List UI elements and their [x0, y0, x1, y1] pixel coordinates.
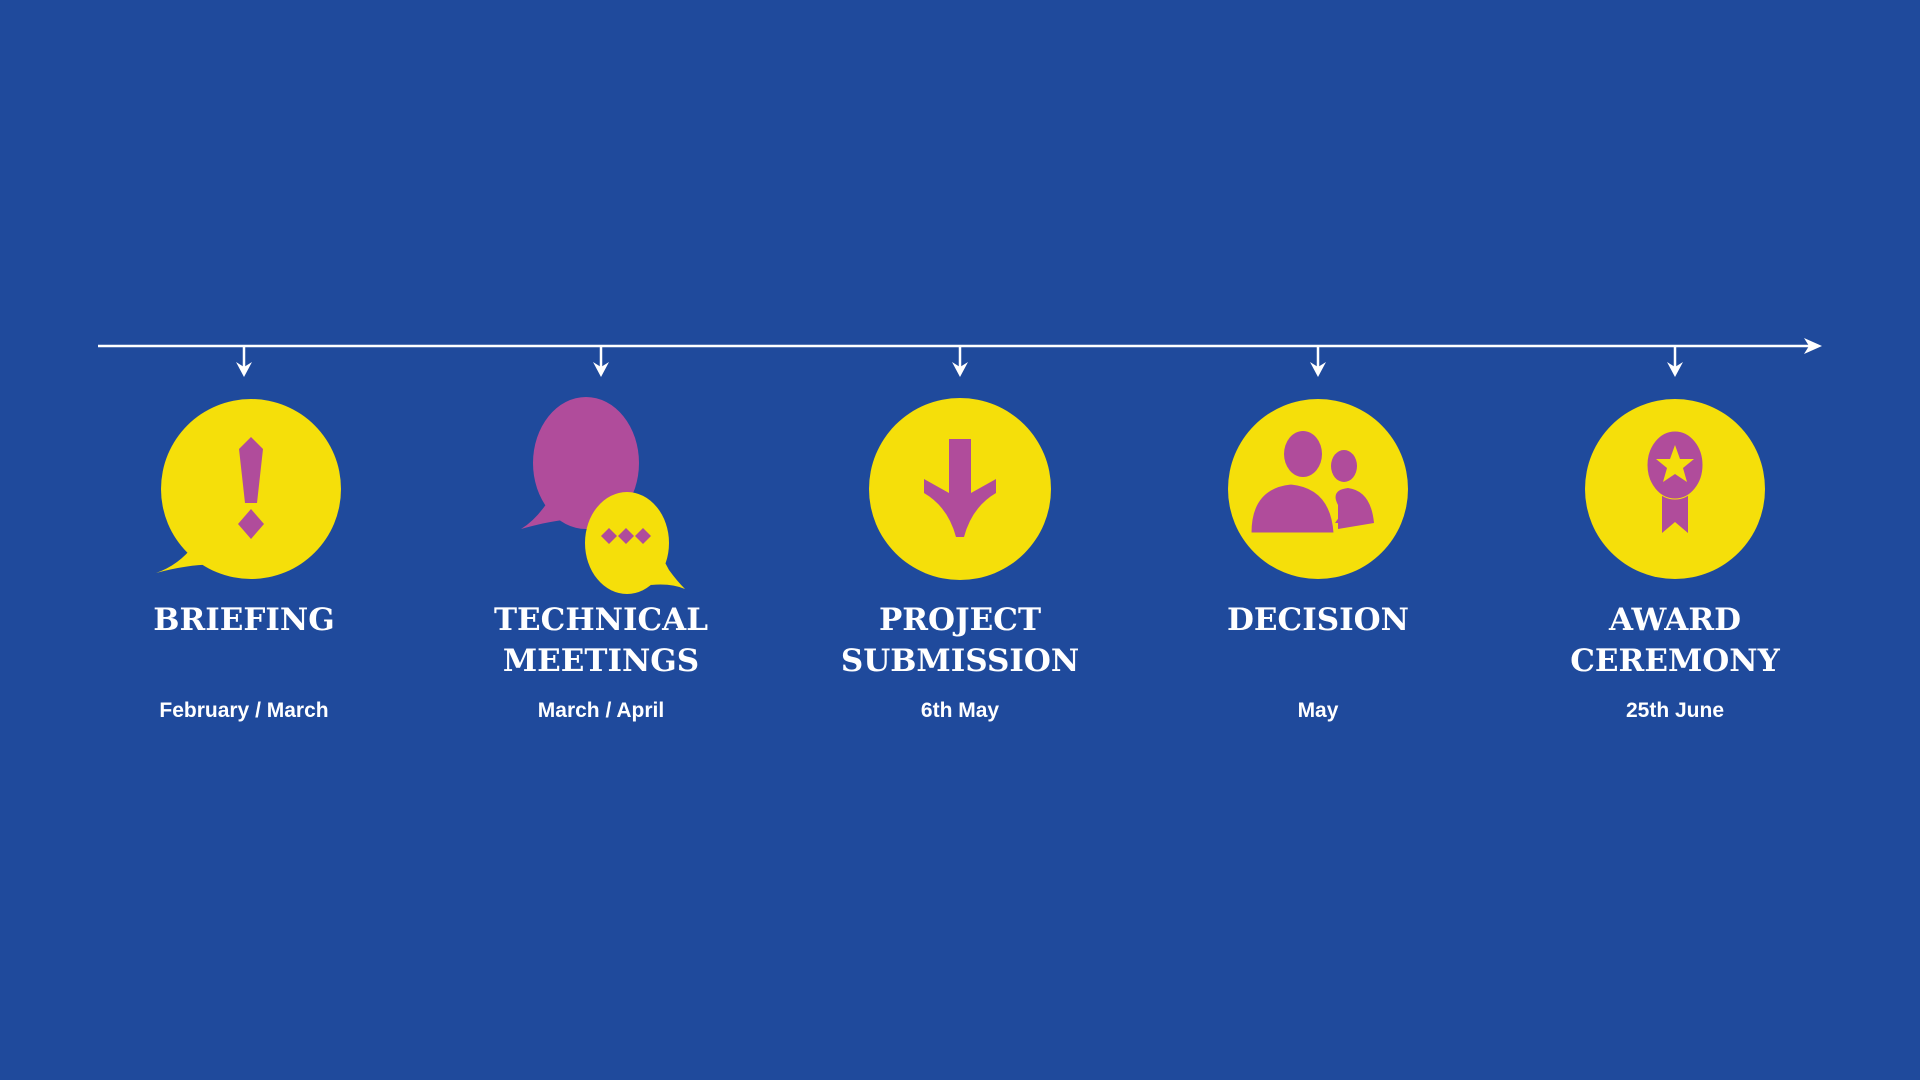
step-title: DECISION	[1227, 602, 1409, 638]
exclamation-speech-bubble-icon	[156, 399, 341, 579]
tick-arrow-icon	[236, 346, 252, 377]
people-icon	[1228, 399, 1408, 579]
step-date: 25th June	[1625, 699, 1725, 722]
tick-arrow-icon	[593, 346, 609, 377]
timeline-step-briefing: BRIEFING February / March	[94, 395, 394, 723]
tick-arrow-icon	[1667, 346, 1683, 377]
merge-arrow-down-icon	[869, 398, 1051, 580]
tick-arrow-icon	[952, 346, 968, 377]
award-ribbon-icon	[1585, 399, 1765, 579]
step-date: 6th May	[920, 699, 1000, 722]
step-title: BRIEFING	[153, 602, 335, 638]
step-date: May	[1297, 699, 1339, 722]
timeline-step-decision: DECISION May	[1168, 395, 1468, 723]
chat-bubbles-icon	[521, 397, 685, 594]
timeline-tick-arrows	[236, 346, 1683, 377]
timeline-axis	[98, 338, 1822, 377]
timeline-arrowhead-icon	[1804, 338, 1822, 354]
tick-arrow-icon	[1310, 346, 1326, 377]
step-date: March / April	[537, 699, 665, 722]
step-date: February / March	[159, 699, 329, 722]
